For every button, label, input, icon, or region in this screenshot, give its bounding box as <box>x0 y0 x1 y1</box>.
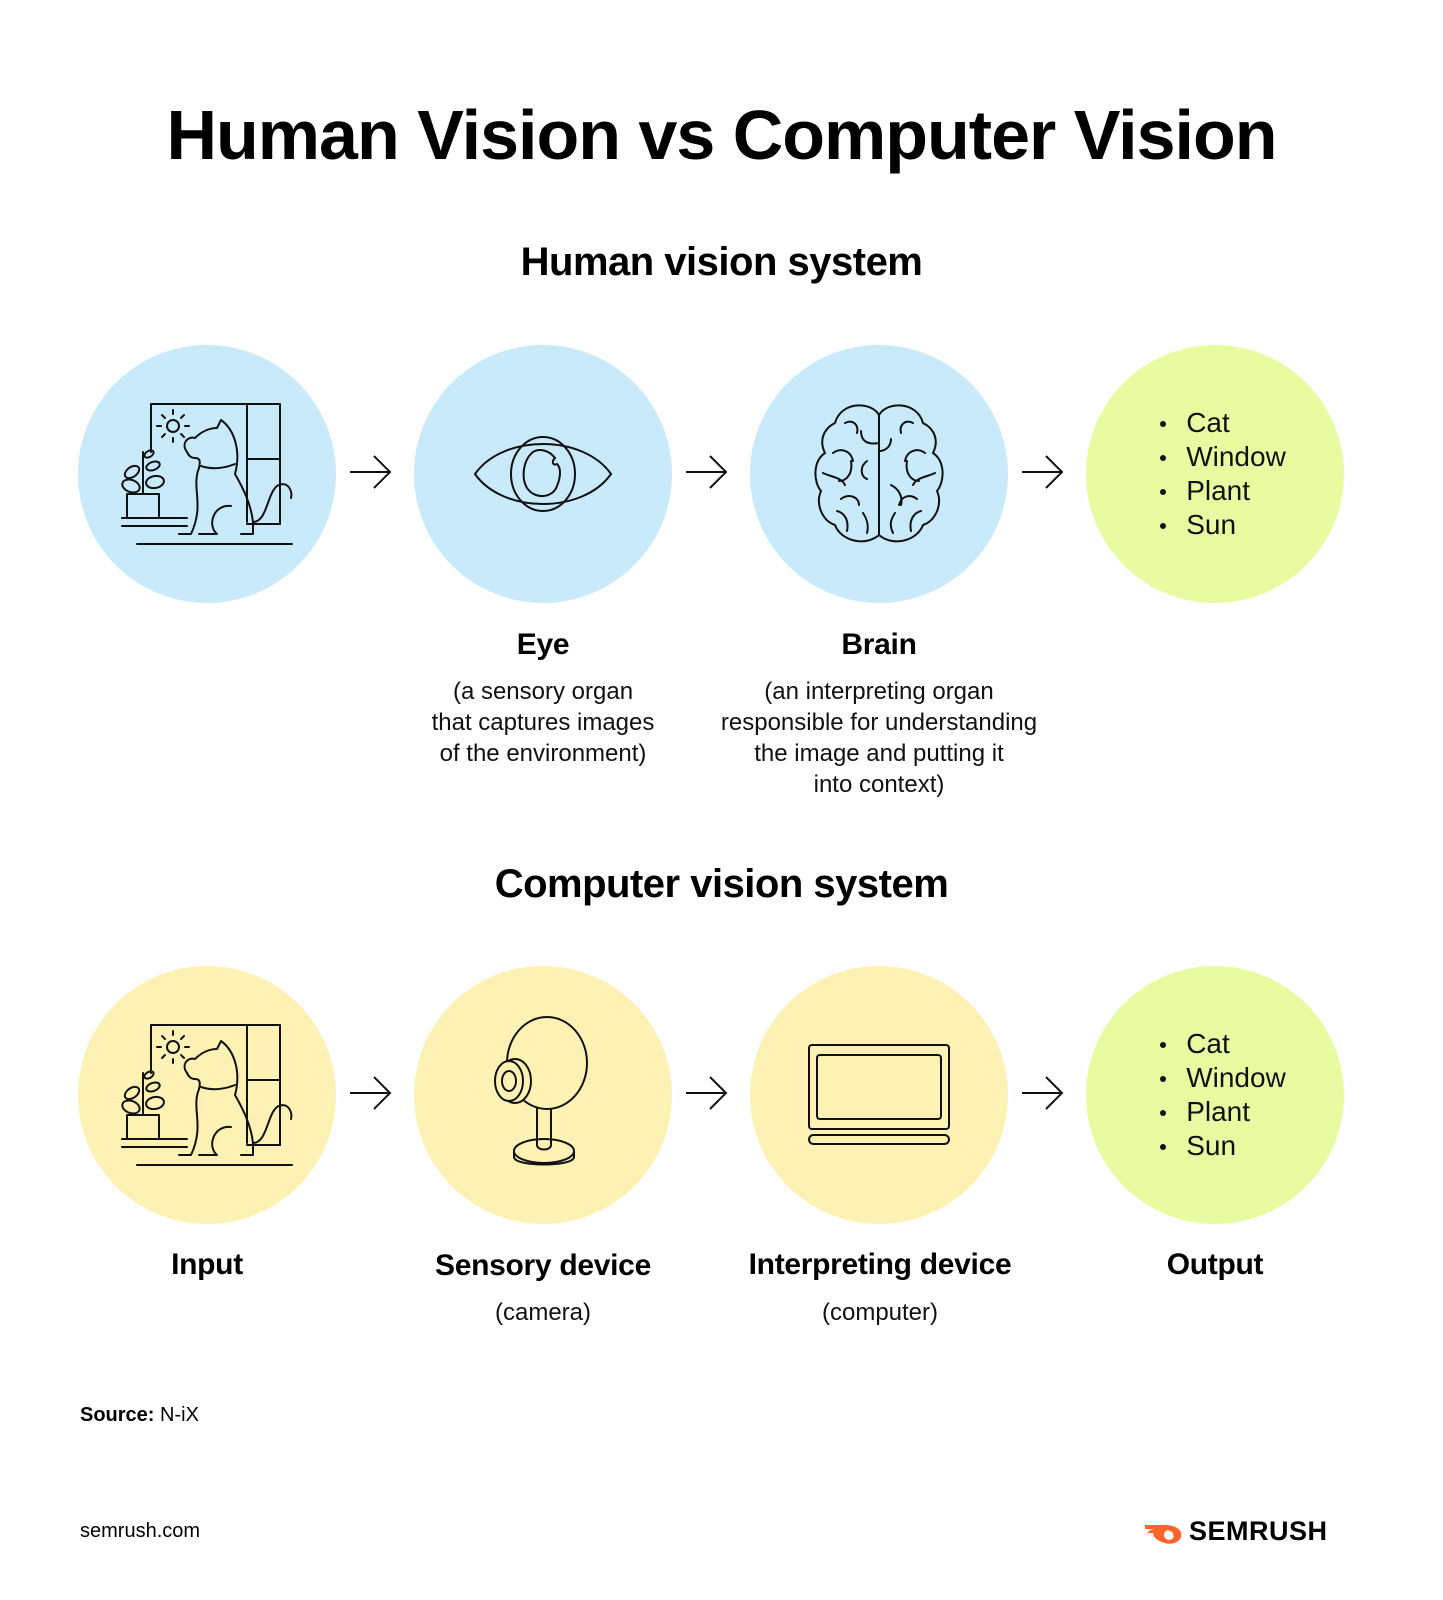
output-item: Plant <box>1158 474 1286 508</box>
brain-label: Brain <box>841 628 917 661</box>
brain-description-line: responsible for understanding <box>720 709 1038 736</box>
computer-section-heading: Computer vision system <box>494 862 949 906</box>
source-label: Source: <box>80 1404 155 1426</box>
human-output-circle: Cat Window Plant Sun <box>1086 345 1344 603</box>
output-item: Cat <box>1158 406 1286 440</box>
output-item: Cat <box>1158 1027 1286 1061</box>
eye-description-line: of the environment) <box>439 740 647 767</box>
human-section-heading: Human vision system <box>520 240 923 284</box>
eye-description-line: that captures images <box>431 709 655 736</box>
source-value: N-iX <box>160 1404 199 1426</box>
computer-output-list: Cat Window Plant Sun <box>1158 1027 1286 1163</box>
arrow-right-icon <box>350 1076 392 1110</box>
output-item: Window <box>1158 1061 1286 1095</box>
arrow-right-icon <box>1022 455 1064 489</box>
computer-circle <box>750 966 1008 1224</box>
sensory-device-label: Sensory device <box>435 1249 651 1282</box>
webcam-icon <box>494 1016 588 1166</box>
output-item: Window <box>1158 440 1286 474</box>
window-cat-plant-scene-icon <box>121 403 293 545</box>
eye-circle <box>414 345 672 603</box>
human-output-list: Cat Window Plant Sun <box>1158 406 1286 542</box>
laptop-icon <box>808 1044 950 1145</box>
page-title: Human Vision vs Computer Vision <box>166 96 1278 174</box>
eye-label: Eye <box>516 628 570 661</box>
arrow-right-icon <box>350 455 392 489</box>
arrow-right-icon <box>686 1076 728 1110</box>
computer-output-circle: Cat Window Plant Sun <box>1086 966 1344 1224</box>
arrow-right-icon <box>1022 1076 1064 1110</box>
input-scene-circle <box>78 966 336 1224</box>
camera-circle <box>414 966 672 1224</box>
source-credit: Source: N-iX <box>80 1404 199 1427</box>
brain-circle <box>750 345 1008 603</box>
brain-description-line: (an interpreting organ <box>764 678 994 705</box>
eye-description: (a sensory organ that captures images of… <box>384 676 702 769</box>
semrush-wordmark: SEMRUSH <box>1189 1516 1328 1546</box>
sensory-device-description: (camera) <box>494 1299 591 1326</box>
eye-icon <box>473 436 613 512</box>
output-label: Output <box>1166 1248 1264 1281</box>
brain-description-line: the image and putting it <box>754 740 1004 767</box>
interpreting-device-description: (computer) <box>821 1299 939 1326</box>
brain-icon <box>814 404 944 543</box>
semrush-logo: SEMRUSH <box>1143 1516 1328 1547</box>
output-item: Plant <box>1158 1095 1286 1129</box>
eye-description-line: (a sensory organ <box>452 678 634 705</box>
output-item: Sun <box>1158 508 1286 542</box>
input-label: Input <box>171 1248 243 1281</box>
human-scene-circle <box>78 345 336 603</box>
arrow-right-icon <box>686 455 728 489</box>
brain-description: (an interpreting organ responsible for u… <box>690 676 1068 800</box>
window-cat-plant-scene-icon <box>121 1024 293 1166</box>
interpreting-device-label: Interpreting device <box>748 1248 1012 1281</box>
site-url: semrush.com <box>80 1520 201 1542</box>
output-item: Sun <box>1158 1129 1286 1163</box>
semrush-fireball-icon <box>1145 1524 1182 1544</box>
brain-description-line: into context) <box>813 771 945 798</box>
